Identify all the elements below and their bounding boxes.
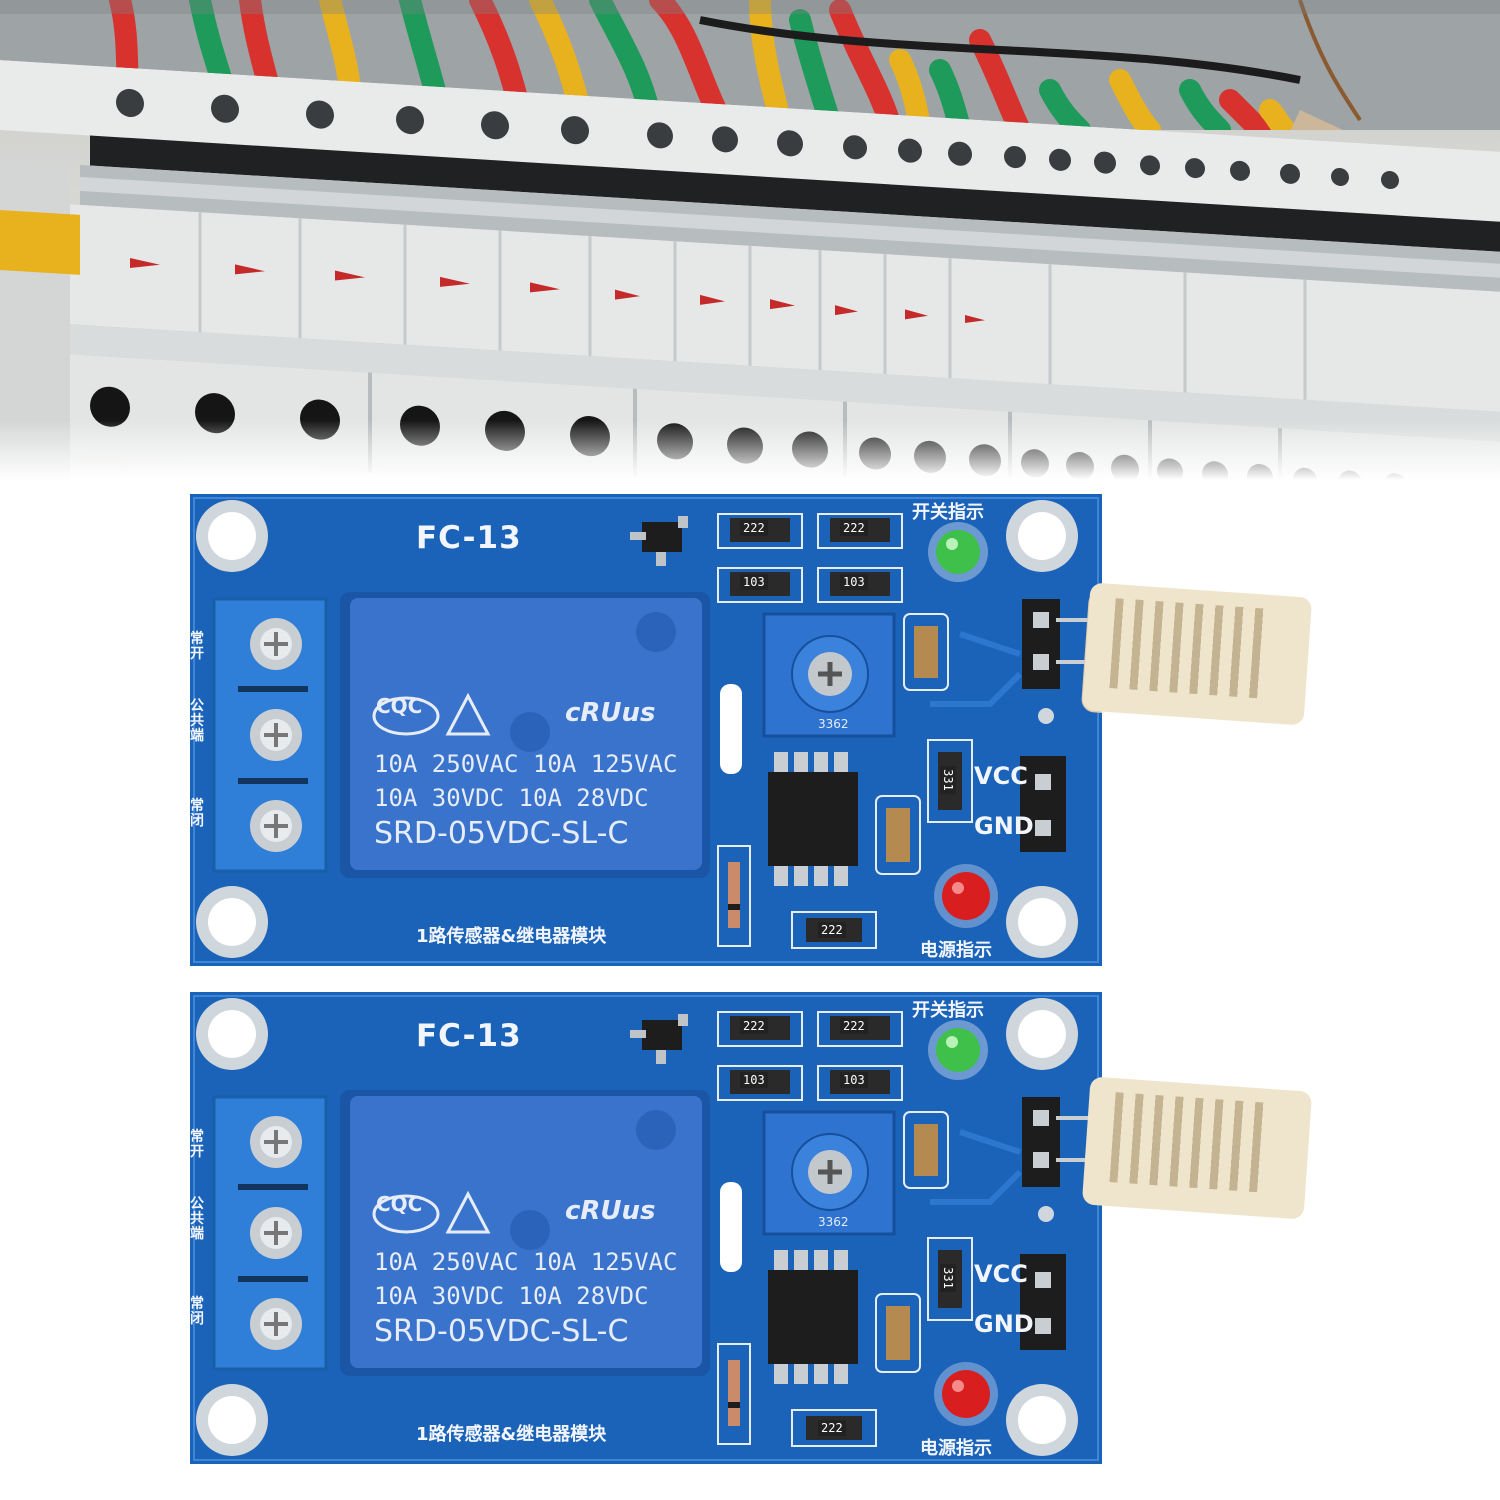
relay-rating-1: 10A 250VAC 10A 125VAC (374, 750, 678, 778)
gnd-label: GND (974, 812, 1034, 840)
vcc-label: VCC (974, 1260, 1028, 1288)
switch-indicator-label: 开关指示 (912, 1000, 984, 1021)
relay-rating-1: 10A 250VAC 10A 125VAC (374, 1248, 678, 1276)
pcb-graphic (190, 992, 1102, 1464)
breaker-panel-photo (0, 0, 1500, 480)
smd-code: 331 (939, 1264, 956, 1292)
gnd-label: GND (974, 1310, 1034, 1338)
terminal-label-no: 常开 (190, 1129, 204, 1160)
relay-rating-2: 10A 30VDC 10A 28VDC (374, 784, 649, 812)
vcc-label: VCC (974, 762, 1028, 790)
smd-code: 331 (939, 766, 956, 794)
board-model: FC-13 (416, 1018, 522, 1054)
smd-code: 222 (818, 1420, 846, 1436)
smd-code: 103 (840, 574, 868, 590)
module-title: 1路传感器&继电器模块 (416, 1424, 607, 1445)
module-title: 1路传感器&继电器模块 (416, 926, 607, 947)
smd-code: 103 (740, 1072, 768, 1088)
smd-code: 222 (840, 1018, 868, 1034)
switch-indicator-label: 开关指示 (912, 502, 984, 523)
terminal-label-no: 常开 (190, 631, 204, 662)
ul-mark: cRUus (565, 698, 656, 728)
relay-rating-2: 10A 30VDC 10A 28VDC (374, 1282, 649, 1310)
pot-code: 3362 (818, 1215, 849, 1229)
mounting-holes (196, 500, 1078, 958)
relay-module-board-1: FC-13 开关指示 电源指示 1路传感器&继电器模块 VCC GND 常开 公… (190, 494, 1313, 966)
humidity-sensor (1081, 582, 1313, 726)
pot-code: 3362 (818, 717, 849, 731)
smd-code: 222 (818, 922, 846, 938)
humidity-sensor (1081, 1076, 1313, 1220)
relay-part-number: SRD-05VDC-SL-C (374, 816, 629, 851)
smd-code: 103 (740, 574, 768, 590)
power-indicator-label: 电源指示 (920, 940, 992, 961)
pcb-graphic (190, 494, 1102, 966)
relay-module-board-2: FC-13 开关指示 电源指示 1路传感器&继电器模块 VCC GND 常开 公… (190, 992, 1313, 1464)
ul-mark: cRUus (565, 1196, 656, 1226)
terminal-label-com: 公共端 (190, 1196, 204, 1242)
terminal-label-com: 公共端 (190, 698, 204, 744)
photo-fade (0, 420, 1500, 480)
cqc-mark: CQC (376, 694, 423, 718)
terminal-label-nc: 常闭 (190, 1296, 204, 1327)
terminal-label-nc: 常闭 (190, 798, 204, 829)
power-indicator-label: 电源指示 (920, 1438, 992, 1459)
board-model: FC-13 (416, 520, 522, 556)
smd-code: 222 (740, 1018, 768, 1034)
cqc-mark: CQC (376, 1192, 423, 1216)
smd-code: 103 (840, 1072, 868, 1088)
smd-code: 222 (840, 520, 868, 536)
smd-code: 222 (740, 520, 768, 536)
relay-part-number: SRD-05VDC-SL-C (374, 1314, 629, 1349)
